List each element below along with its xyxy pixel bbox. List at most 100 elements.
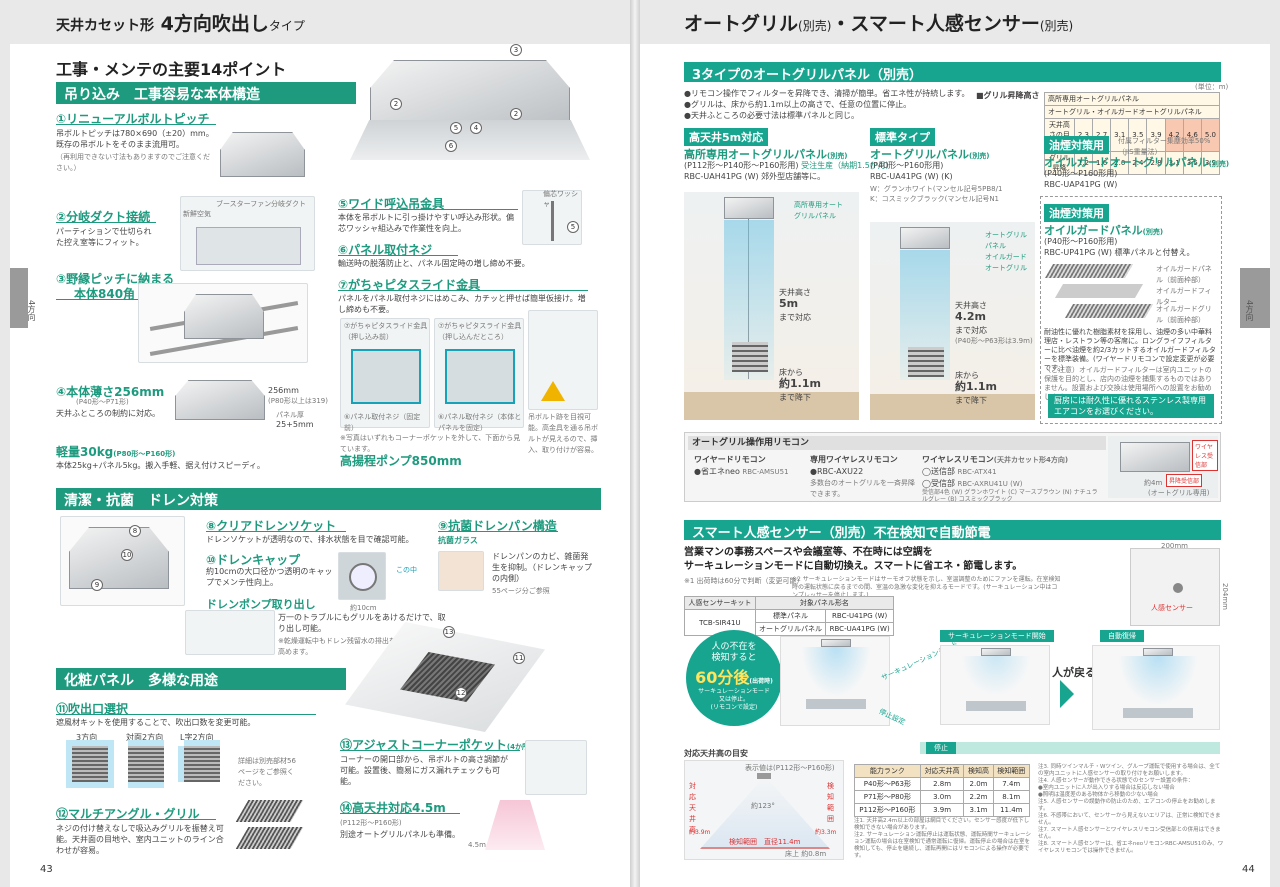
- sensor-note1: ※1 出荷時は60分で判断（変更可能）: [684, 577, 804, 585]
- item7-text: パネルをパネル取付ネジにはめこみ、カチッと押せば簡単仮接け。増し締めも不要。: [338, 294, 586, 314]
- outlet-2way-l-icon: [184, 746, 220, 782]
- left-page-title: 天井カセット形 4方向吹出しタイプ: [56, 13, 305, 35]
- item1-rule: [56, 124, 216, 125]
- remote-title: オートグリル操作用リモコン: [688, 436, 1106, 450]
- sensor-lead: 営業マンの事務スペースや会議室等、不在時には空調を サーキュレーションモードに自…: [684, 547, 1023, 572]
- item1-text: 吊ボルトピッチは780×690（±20）mm。既存の吊ボルトをそのまま流用可。: [56, 129, 214, 149]
- item3-title: ③野縁ピッチに納まる: [56, 272, 175, 286]
- item4-dim2: (P80形以上は319): [268, 397, 328, 405]
- binding-gutter: [630, 0, 640, 887]
- item8-title: ⑧クリアドレンソケット: [206, 519, 337, 533]
- item4-dim4: 25+5mm: [276, 420, 314, 429]
- type2-badge: 標準タイプ: [870, 128, 935, 146]
- outlet-2way-opposite-icon: [128, 746, 164, 782]
- ceiling-grid-illustration: [138, 283, 308, 363]
- type1-floor-label: 床から: [779, 368, 803, 377]
- section-panel: 化粧パネル 多様な用途: [56, 668, 346, 690]
- item7-rule: [338, 290, 588, 291]
- section-sensor: スマート人感センサー（別売）不在検知で自動節電: [684, 520, 1221, 541]
- oilguard-part2: オイルガードフィルター: [1156, 287, 1212, 306]
- item7-photo-after: ⑦がちゃピタスライド金具（押し込んだところ） ⑥パネル取付ネジ（本体とパネルを固…: [434, 318, 524, 432]
- pump2-title: ドレンポンプ取り出し: [206, 598, 316, 611]
- item7-cap3: ⑥パネル取付ネジ（固定前）: [344, 413, 421, 432]
- flow-label-circulation: サーキュレーションモード開始: [940, 630, 1054, 642]
- type3-name: オイルガードオートグリルパネル(別売): [1044, 156, 1230, 169]
- bullet-1: ●リモコン操作でフィルターを昇降でき、清掃が簡単。省エネ性が持続します。: [684, 89, 970, 98]
- type2-range: (P40形〜P160形用): [870, 161, 944, 170]
- sensor-note2: ※2 サーキュレーションモードはサーモオフ状態を示し、室温調整のためにファンを運…: [792, 576, 1061, 599]
- type1-floor-note: まで降下: [779, 393, 811, 402]
- lift-height-table: 高所専用オートグリルパネル オートグリル・オイルガードオートグリルパネル 天井高…: [1044, 92, 1221, 175]
- left-header-bar: 天井カセット形 4方向吹出しタイプ: [10, 0, 630, 44]
- type3-badge-note: 付属フィルター集塵効率50%（JIS重量法）: [1118, 137, 1211, 156]
- section-autogrille: 3タイプのオートグリルパネル（別売）: [684, 62, 1221, 83]
- item5-rule: [338, 209, 518, 210]
- item10-title: ⑩ドレンキャップ: [206, 553, 301, 567]
- item2-title: ②分岐ダクト接続: [56, 210, 151, 224]
- remote-c2-item: ●RBC-AXU22: [810, 467, 864, 476]
- item9-title: ⑨抗菌ドレンパン構造: [438, 519, 557, 533]
- item5-text: 本体を吊ボルトに引っ掛けやすい呼込み形状。偏芯ワッシャ組込みで作業性を向上。: [338, 213, 514, 233]
- type3-model: RBC-UAP41PG (W): [1044, 180, 1118, 189]
- stop-band: 停止: [920, 742, 1220, 754]
- item12-text: ネジの付け替えなしで吸込みグリルを振替え可能。天井面の目地や、室内ユニットのライ…: [56, 824, 224, 855]
- item4-dim3: パネル厚: [276, 411, 304, 419]
- item5-title: ⑤ワイド呼込吊金具: [338, 197, 445, 211]
- item1-title: ①リニューアルボルトピッチ: [56, 112, 210, 126]
- right-side-tab: [1240, 268, 1270, 328]
- type2-color1: W：グランホワイト(マンセル記号5PB8/1: [870, 185, 1003, 193]
- item13-rule: [340, 750, 520, 751]
- scene-absent-circulation: [940, 645, 1050, 725]
- left-side-label: 4方向: [27, 300, 36, 322]
- item4-title: ④本体薄さ256mm: [56, 385, 165, 399]
- flow-label-stop: 停止: [926, 742, 956, 754]
- item4-dim1: 256mm: [268, 386, 299, 395]
- type2-floor-note: まで降下: [955, 396, 987, 405]
- sensor-dim-height: 204mm: [1221, 583, 1229, 610]
- duct-label-branch: 分岐ダクト: [271, 200, 306, 208]
- type1-height-value: 5m: [779, 297, 799, 310]
- type3-range: (P40形〜P160形用): [1044, 169, 1118, 178]
- item9-rule: [438, 531, 558, 532]
- right-header-bar: オートグリル(別売)・スマート人感センサー(別売): [640, 0, 1270, 44]
- absence-60min-circle: 人の不在を 検知すると 60分後(出荷時) サーキュレーションモード 又は停止。…: [686, 630, 782, 726]
- item11-title: ⑪吹出口選択: [56, 702, 129, 716]
- item7-title: ⑦がちゃピタスライド金具: [338, 278, 481, 292]
- type2-label2: オイルガードオートグリル: [985, 253, 1027, 272]
- right-page: オートグリル(別売)・スマート人感センサー(別売) 4方向 44 3タイプのオー…: [640, 0, 1270, 887]
- ceiling-right-label: 検知範囲: [827, 782, 834, 823]
- return-arrow-icon: [1060, 680, 1074, 708]
- remote-dim: 約4m: [1144, 479, 1163, 487]
- item4-unit-illustration: [175, 380, 265, 420]
- item2-text: パーティションで仕切られた控え室等にフィット。: [56, 227, 152, 247]
- item10-text: 約10cmの大口径かつ透明のキャップでメンテ性向上。: [206, 567, 333, 587]
- type2-name: オートグリルパネル(別売): [870, 148, 990, 161]
- drain-unit-illustration: 8 10 9: [60, 516, 185, 606]
- type2-height-note: まで対応: [955, 326, 987, 335]
- right-page-title: オートグリル(別売)・スマート人感センサー(別売): [684, 13, 1074, 35]
- corner-pocket-photo: [525, 740, 587, 795]
- type4-desc: 耐油性に優れた樹脂素材を採用し、油煙の多い中華料理店・レストラン等の客席に。ロン…: [1044, 328, 1216, 372]
- lift-table-label: ■グリル昇降高さ: [976, 91, 1040, 100]
- type2-floor-label: 床から: [955, 371, 979, 380]
- item7-cap4: ⑥パネル取付ネジ（本体とパネルを固定）: [438, 413, 522, 432]
- type1-range: (P112形〜P140形〜P160形用) 受注生産（納期1.5か月）: [684, 161, 894, 170]
- item6-title: ⑥パネル取付ネジ: [338, 243, 433, 257]
- item3-rule: [56, 299, 176, 300]
- main-unit-illustration: 2 2 4 5 3 6: [350, 44, 600, 160]
- right-side-label: 4方向: [1245, 300, 1254, 322]
- item8-rule: [206, 531, 346, 532]
- type3-badge: 油煙対策用: [1044, 136, 1109, 154]
- type1-illustration: 高所専用オートグリルパネル 天井高さ 5m まで対応 床から 約1.1m まで降…: [684, 192, 859, 420]
- remote-c3-item1: ◯送信部 RBC-ATX41: [922, 467, 997, 476]
- main-heading: 工事・メンテの主要14ポイント: [56, 60, 287, 79]
- sensor-dim-width: 200mm: [1161, 542, 1188, 550]
- ceiling-right-value: 約3.3m: [815, 829, 837, 836]
- type2-color2: K：コスミックブラック(マンセル記号N1: [870, 195, 1000, 203]
- item7-photo-bolt: [528, 310, 598, 410]
- item11-text: 遮風材キットを使用することで、吹出口数を変更可能。: [56, 718, 256, 727]
- remote-c2-title: 専用ワイヤレスリモコン: [810, 455, 898, 464]
- ceiling-left-value: 約3.9m: [689, 829, 711, 836]
